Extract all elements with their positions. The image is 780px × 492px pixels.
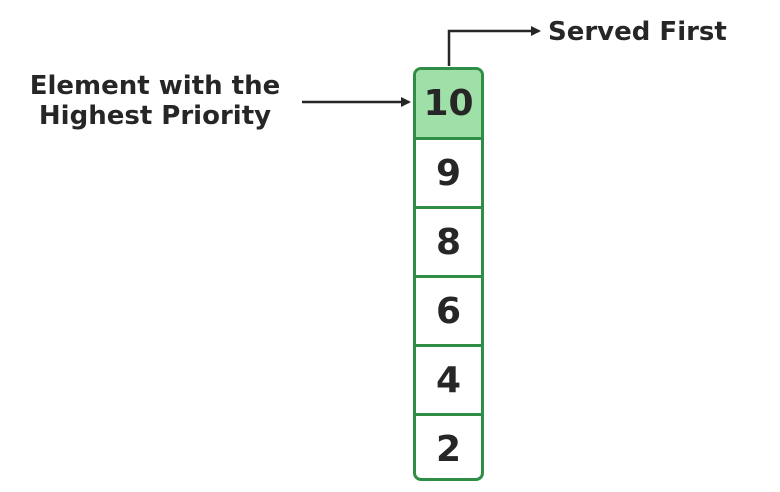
served-first-label: Served First [548,17,727,47]
queue-element: 9 [416,137,481,206]
highest-priority-label-line1: Element with the [29,71,281,101]
queue-element: 4 [416,344,481,413]
served-first-arrow [447,26,541,66]
highest-priority-label: Element with the Highest Priority [10,71,300,131]
queue-element: 8 [416,206,481,275]
queue-element: 6 [416,275,481,344]
queue-element-highest: 10 [416,70,481,137]
priority-queue-stack: 10 9 8 6 4 2 [413,67,484,481]
queue-element: 2 [416,413,481,478]
highest-priority-label-line2: Highest Priority [38,101,272,131]
